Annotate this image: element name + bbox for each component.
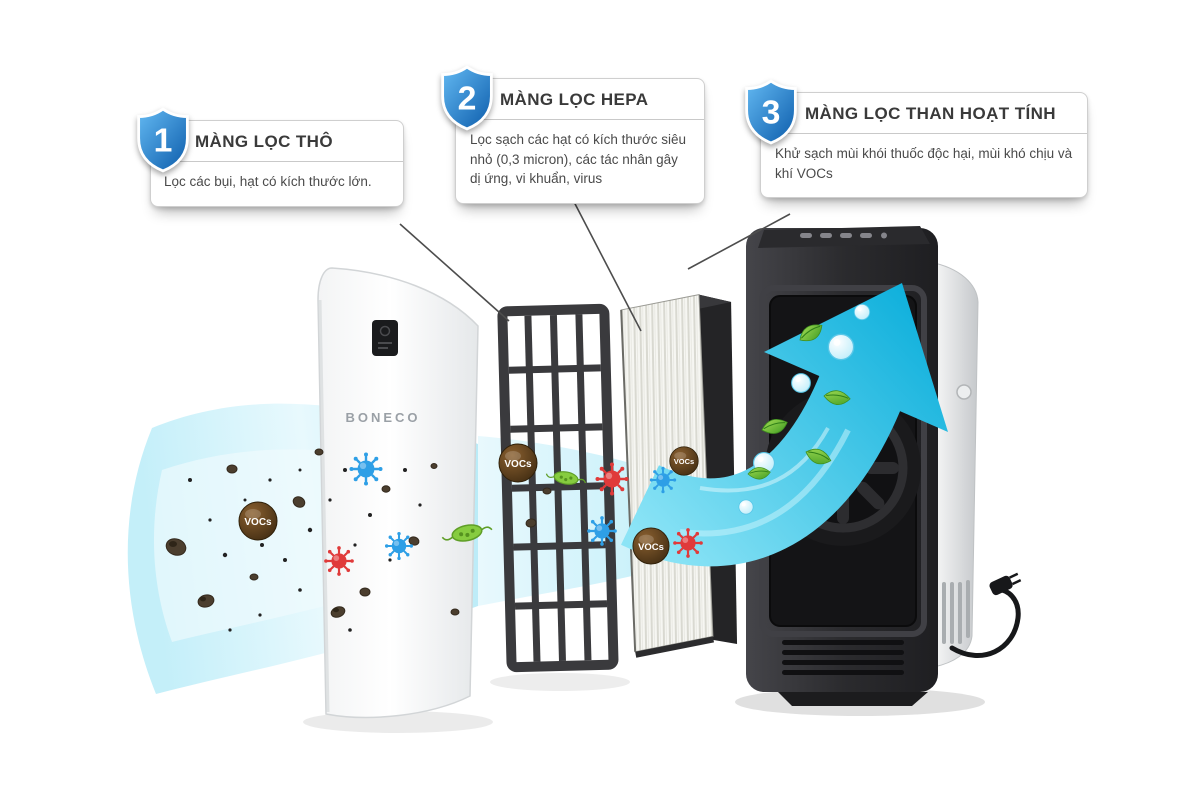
shield-icon — [137, 107, 189, 173]
leader-lines — [399, 197, 791, 332]
voc-particle: VOCs — [238, 501, 278, 541]
dust-particles — [165, 448, 552, 618]
step-badge-2: 2 — [441, 65, 493, 131]
leader-line-3 — [687, 213, 791, 270]
power-cord — [949, 587, 1021, 659]
step-number-2: 2 — [458, 79, 477, 117]
voc-particle: VOCs — [669, 446, 699, 476]
panel-display — [372, 320, 398, 356]
clean-air-arrow — [621, 283, 948, 567]
leader-line-2 — [571, 197, 642, 332]
step-number-1: 1 — [154, 121, 173, 159]
voc-particle: VOCs — [498, 443, 538, 483]
callout-card-carbon-filter: MÀNG LỌC THAN HOẠT TÍNH Khử sạch mùi khó… — [760, 92, 1088, 199]
base — [778, 692, 928, 706]
callout-body-hepa-filter: Lọc sạch các hạt có kích thước siêu nhỏ … — [470, 132, 686, 187]
callout-body-coarse-filter: Lọc các bụi, hạt có kích thước lớn. — [164, 174, 372, 189]
pre-filter-grid — [497, 303, 619, 673]
callout-title-carbon-filter: MÀNG LỌC THAN HOẠT TÍNH — [761, 93, 1087, 134]
callout-card-coarse-filter: MÀNG LỌC THÔ Lọc các bụi, hạt có kích th… — [150, 120, 404, 207]
svg-text:VOCs: VOCs — [674, 457, 694, 466]
virus-icon — [323, 545, 355, 577]
virus-icon — [348, 451, 384, 487]
power-plug — [989, 572, 1022, 596]
leader-line-1 — [399, 223, 510, 322]
virus-icon — [383, 530, 415, 562]
voc-particle: VOCs — [632, 527, 670, 565]
bubble-icon — [791, 373, 811, 393]
side-knob — [956, 384, 972, 400]
brand-logo: BONECO — [345, 410, 420, 425]
front-panel: BONECO — [317, 267, 479, 719]
bubble-icon — [853, 303, 871, 321]
callout-title-hepa-filter: MÀNG LỌC HEPA — [456, 79, 704, 120]
step-number-3: 3 — [762, 93, 781, 131]
step-badge-1: 1 — [137, 107, 189, 173]
callout-title-coarse-filter: MÀNG LỌC THÔ — [151, 121, 403, 162]
svg-text:VOCs: VOCs — [504, 459, 532, 470]
side-vents — [942, 580, 970, 644]
virus-icon — [594, 461, 630, 497]
callout-card-hepa-filter: MÀNG LỌC HEPA Lọc sạch các hạt có kích t… — [455, 78, 705, 204]
callout-body-carbon-filter: Khử sạch mùi khói thuốc độc hại, mùi khó… — [775, 146, 1073, 181]
side-housing — [927, 261, 979, 668]
virus-icon — [648, 465, 678, 495]
bubble-icon — [738, 499, 754, 515]
bottom-vents — [782, 640, 904, 675]
svg-text:VOCs: VOCs — [244, 517, 272, 528]
step-badge-3: 3 — [745, 79, 797, 145]
pollutant-particles: VOCs VOCs VOCs VOCs — [165, 443, 704, 632]
bubble-icon — [827, 333, 855, 361]
top-control-buttons — [800, 232, 887, 239]
shield-icon — [745, 79, 797, 145]
svg-text:VOCs: VOCs — [638, 542, 664, 553]
virus-icon — [586, 515, 618, 547]
virus-icon — [672, 527, 704, 559]
shield-icon — [441, 65, 493, 131]
speck-particles — [188, 468, 422, 632]
